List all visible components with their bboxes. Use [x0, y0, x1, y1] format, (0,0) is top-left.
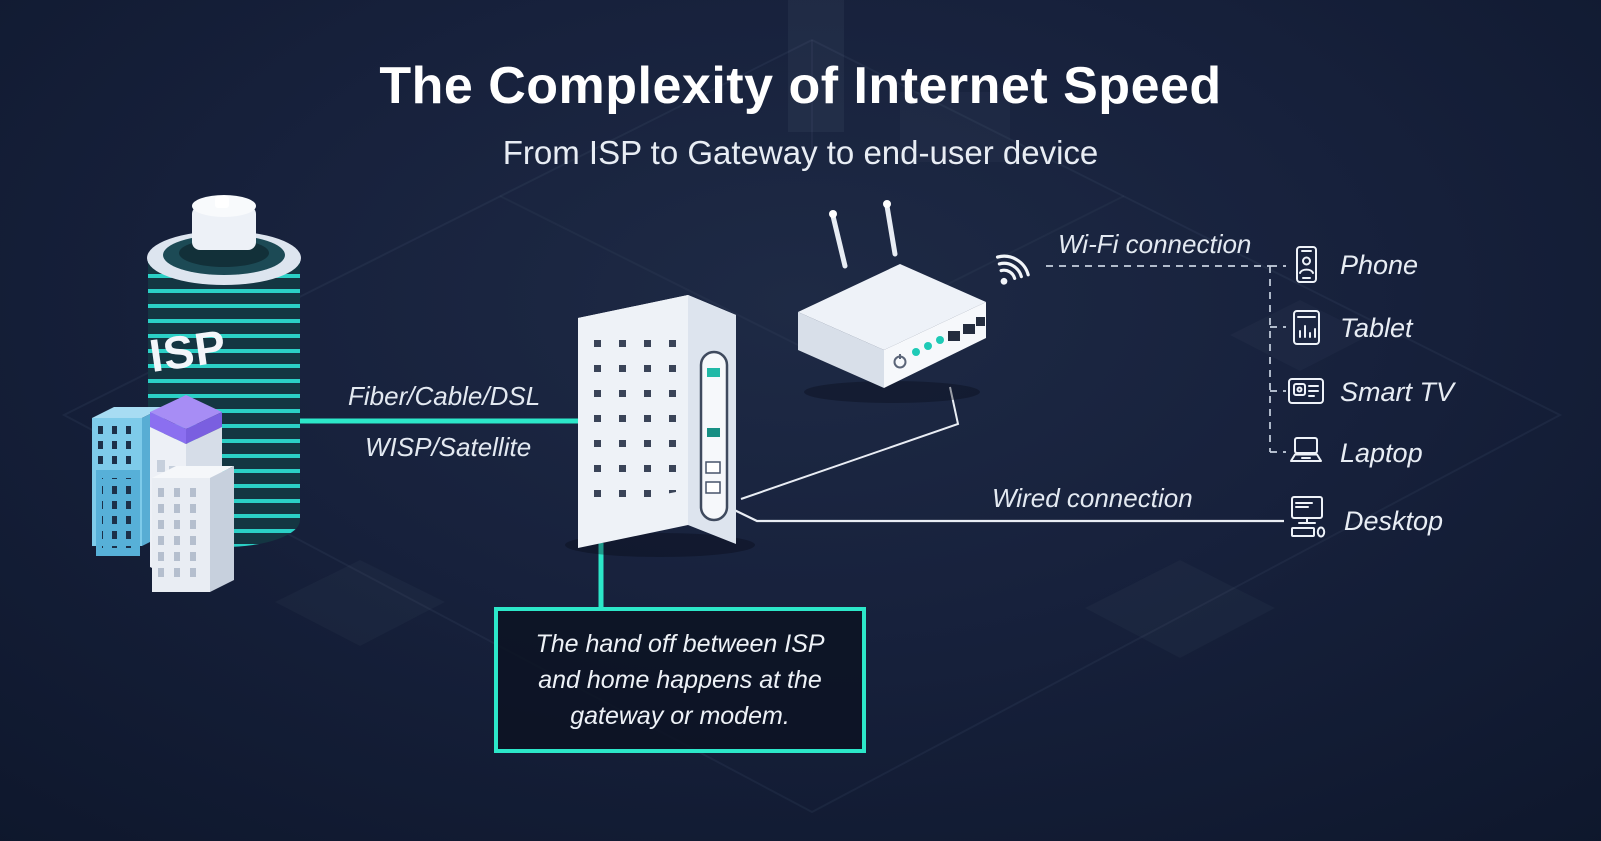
desktop-icon	[1291, 496, 1326, 538]
device-row-desktop: Desktop	[1286, 493, 1443, 549]
floorplan-background	[61, 0, 1563, 814]
device-label-desktop: Desktop	[1344, 505, 1444, 536]
wired-connection-label: Wired connection	[992, 483, 1193, 513]
wifi-signal-icon	[995, 254, 1030, 285]
wifi-connection-label: Wi-Fi connection	[1058, 229, 1252, 259]
phone-icon	[1296, 246, 1317, 283]
router-to-modem-cable	[740, 386, 960, 500]
isp-label: ISP	[146, 320, 230, 382]
wifi-router	[798, 200, 986, 403]
tablet-icon	[1293, 310, 1320, 345]
isp-link-label-fiber: Fiber/Cable/DSL	[348, 381, 541, 411]
device-row-phone: Phone	[1286, 241, 1418, 289]
isp-building: ISP	[92, 195, 301, 592]
device-label-smart-tv: Smart TV	[1340, 376, 1455, 407]
device-row-tablet: Tablet	[1286, 304, 1413, 352]
device-label-phone: Phone	[1340, 249, 1419, 280]
device-row-smart-tv: Smart TV	[1286, 368, 1454, 416]
callout-text-line-1: The hand off between ISP	[535, 630, 825, 658]
device-row-laptop: Laptop	[1286, 429, 1423, 477]
smart-tv-icon	[1288, 378, 1324, 404]
device-label-laptop: Laptop	[1340, 437, 1423, 468]
page-subtitle: From ISP to Gateway to end-user device	[502, 134, 1099, 171]
wifi-connection-dashed-line	[1046, 265, 1286, 453]
page-title: The Complexity of Internet Speed	[379, 57, 1222, 115]
callout-text-line-2: and home happens at the	[538, 666, 822, 694]
isp-link-label-wisp: WISP/Satellite	[365, 432, 532, 462]
callout-box: The hand off between ISP and home happen…	[494, 607, 866, 753]
laptop-icon	[1290, 437, 1322, 462]
gateway-modem	[565, 295, 755, 557]
device-label-tablet: Tablet	[1340, 312, 1413, 343]
callout-text-line-3: gateway or modem.	[570, 702, 790, 730]
